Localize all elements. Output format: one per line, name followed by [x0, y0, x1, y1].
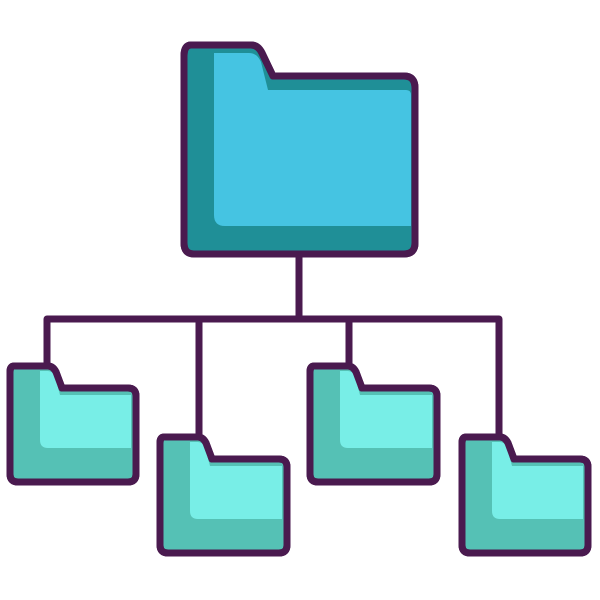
- child-folder-icon-3: [306, 362, 441, 486]
- root-folder-icon: [180, 41, 419, 258]
- child-folder-icon-2: [156, 433, 291, 557]
- child-folder-icon-1: [6, 362, 140, 486]
- child-folder-icon-4: [458, 433, 592, 557]
- connector-lines: [43, 253, 503, 441]
- horizontal-branch-line: [43, 315, 503, 441]
